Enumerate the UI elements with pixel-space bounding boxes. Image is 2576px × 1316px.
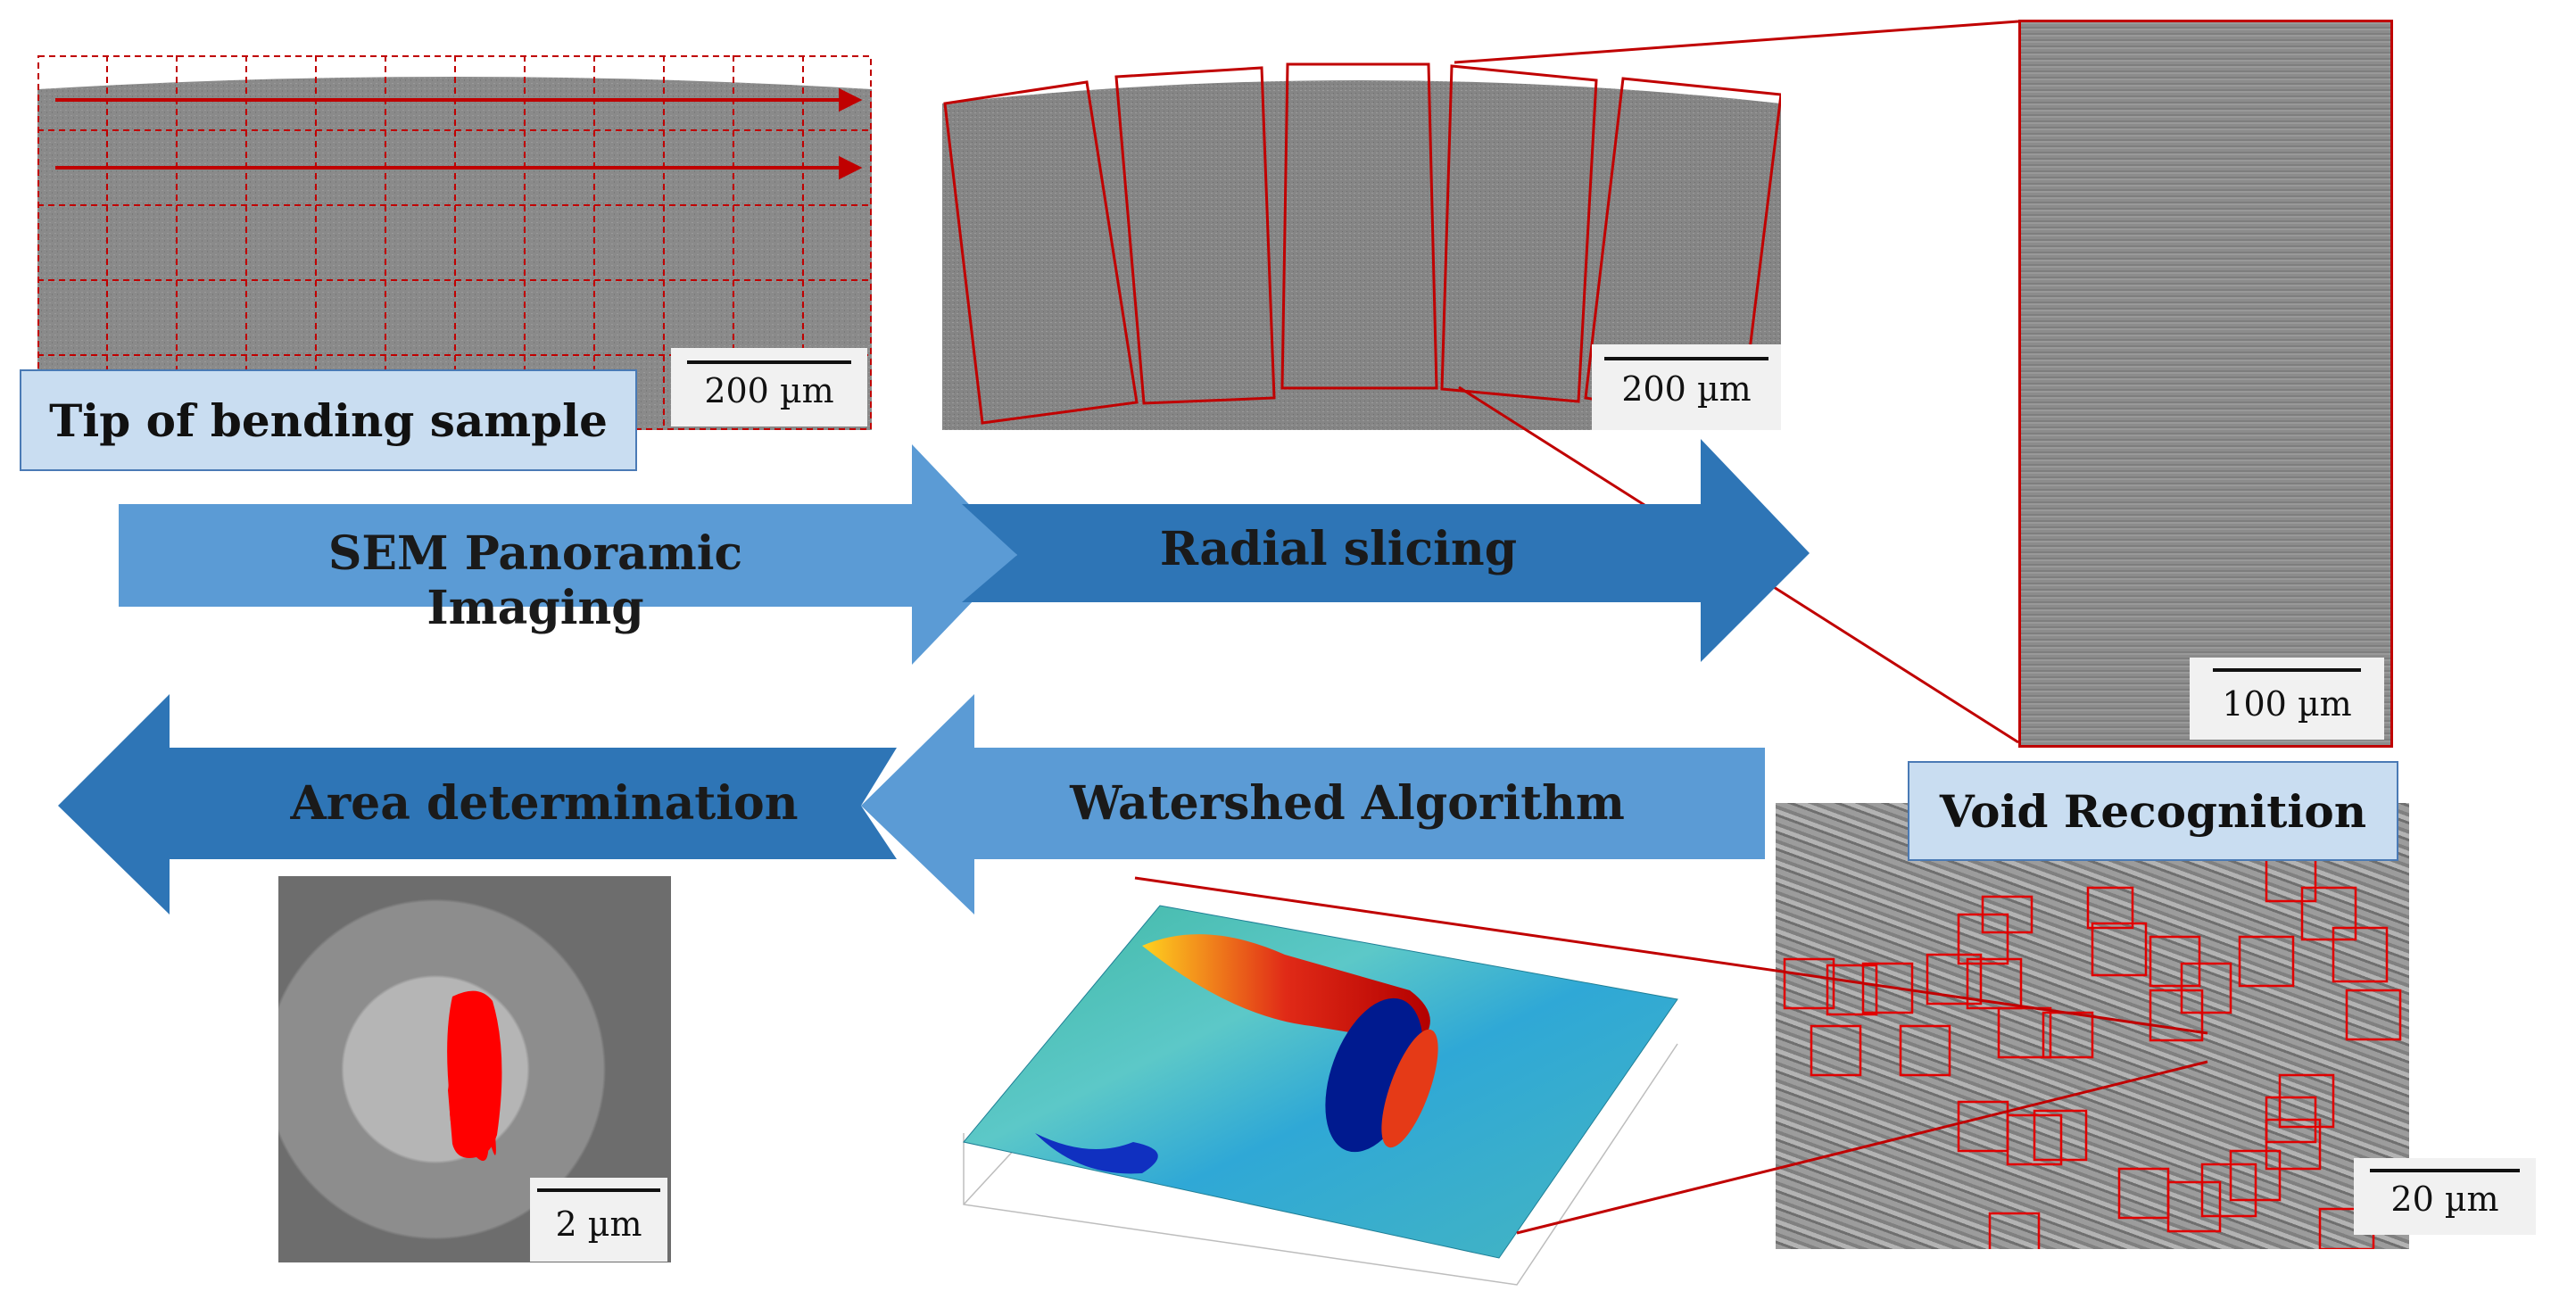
panorama-image [37,55,872,430]
scale-bar-panorama: 200 µm [671,348,867,426]
zoomed-slice-image [2018,20,2393,748]
tip-of-bending-sample-label: Tip of bending sample [20,369,637,471]
scale-bar-zoom: 100 µm [2190,658,2384,740]
void-recognition-image [1776,803,2409,1249]
watershed-surface-plot [910,865,1713,1294]
radial-slicing-label: Radial slicing [1159,522,1518,576]
sem-panoramic-label: SEM Panoramic Imaging [327,526,743,635]
panorama-panel [37,55,872,430]
scale-bar-radial: 200 µm [1592,344,1781,430]
scale-bar-void: 20 µm [2354,1158,2536,1235]
void-detection-boxes [1783,850,2402,1249]
area-determination-label: Area determination [290,776,799,831]
watershed-label: Watershed Algorithm [1070,776,1625,831]
void-recognition-label: Void Recognition [1908,761,2398,861]
scale-bar-area: 2 µm [530,1178,667,1262]
